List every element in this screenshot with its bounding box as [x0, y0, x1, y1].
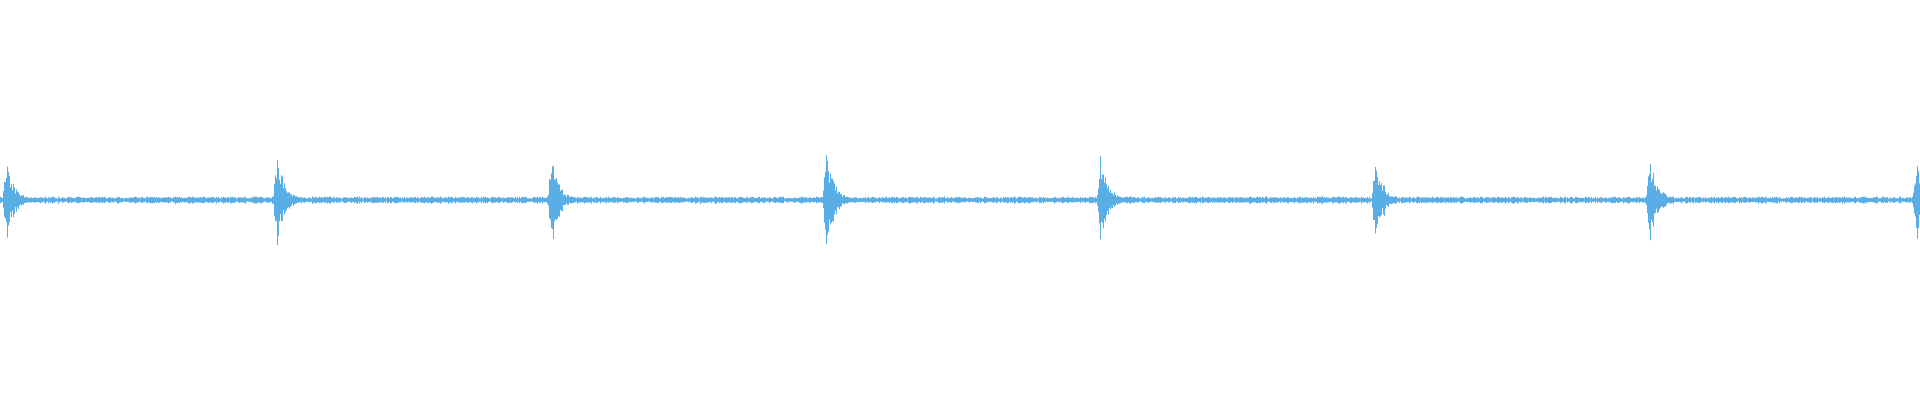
waveform-path — [0, 155, 1920, 245]
waveform-bars — [0, 155, 1920, 245]
